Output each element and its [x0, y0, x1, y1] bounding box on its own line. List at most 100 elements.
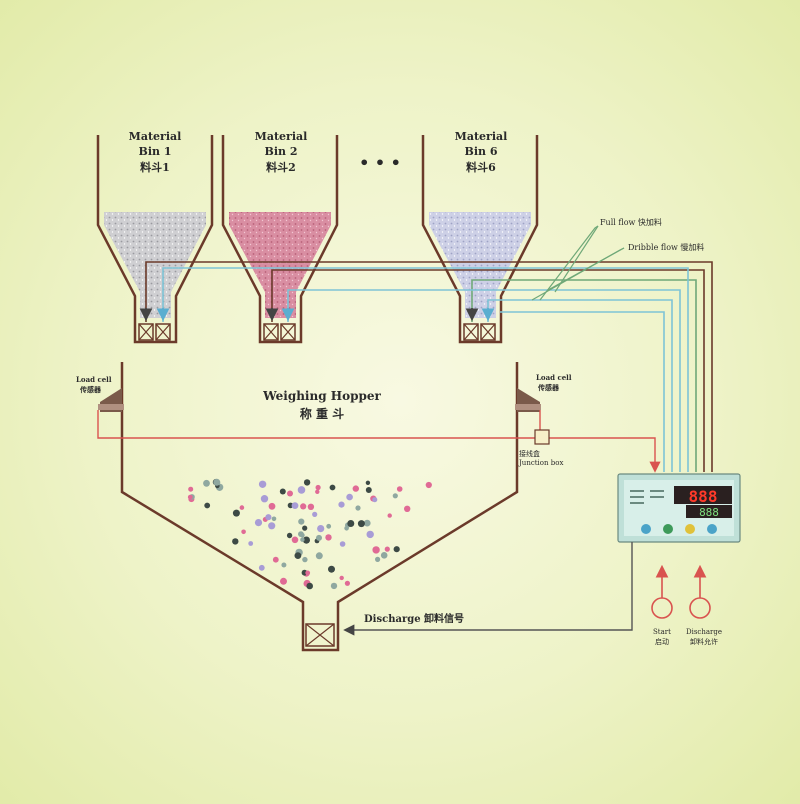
- material-particle: [352, 485, 359, 492]
- material-particle: [329, 484, 336, 491]
- junction-box-cn: 接线盒: [519, 449, 540, 458]
- material-particle: [303, 479, 311, 486]
- material-particle: [355, 505, 361, 511]
- controller-button-3[interactable]: [685, 524, 695, 534]
- material-particle: [286, 532, 293, 539]
- bin-1-label-en: Material: [129, 130, 182, 143]
- hopper-label-cn: 称 重 斗: [300, 406, 344, 421]
- material-particle: [404, 505, 411, 512]
- bin-6-label-cn: 料斗6: [466, 160, 496, 174]
- material-particle: [316, 534, 322, 541]
- material-particle: [372, 497, 378, 503]
- material-particle: [344, 526, 349, 531]
- discharge-permit-button[interactable]: Discharge 卸料允许: [686, 564, 722, 646]
- material-particle: [344, 580, 350, 586]
- material-bin-6: Material Bin 6 料斗6: [421, 130, 539, 344]
- material-bin-2: Material Bin 2 料斗2: [221, 130, 339, 344]
- bin-6-label-en-2: Bin 6: [465, 145, 498, 158]
- material-particle: [232, 509, 240, 517]
- material-particle: [298, 518, 305, 525]
- bin-6-label-en: Material: [455, 130, 508, 143]
- material-particle: [204, 502, 211, 509]
- material-particle: [339, 575, 344, 581]
- start-button[interactable]: Start 启动: [651, 564, 673, 646]
- controller-button-2[interactable]: [663, 524, 673, 534]
- bin-6-valve: [463, 323, 496, 341]
- material-particle: [312, 511, 318, 517]
- material-particle: [306, 582, 314, 590]
- material-particle: [248, 541, 254, 546]
- material-particle: [187, 494, 193, 500]
- material-particle: [384, 546, 390, 552]
- material-particle: [298, 531, 304, 537]
- full-flow-label: Full flow 快加料: [600, 217, 662, 227]
- material-particle: [291, 502, 299, 509]
- material-particle: [339, 541, 346, 547]
- bin-2-valve: [263, 323, 296, 341]
- material-particle: [239, 505, 245, 510]
- load-cell-right: Load cell 传感器: [515, 373, 572, 412]
- material-particle: [268, 522, 276, 530]
- start-button-en: Start: [653, 628, 671, 636]
- discharge-valve: [305, 623, 335, 647]
- material-particle: [279, 488, 286, 495]
- material-particle: [268, 502, 276, 510]
- material-particle: [317, 525, 325, 533]
- junction-box-en: Junction box: [518, 459, 563, 467]
- junction-box: 接线盒 Junction box: [518, 429, 563, 467]
- material-particle: [338, 501, 345, 508]
- material-particle: [393, 546, 400, 553]
- material-particle: [325, 534, 332, 541]
- hopper-particles: [187, 478, 432, 590]
- load-cell-right-cn: 传感器: [537, 383, 560, 392]
- material-particle: [265, 514, 272, 521]
- material-particle: [300, 537, 305, 542]
- material-particle: [305, 570, 311, 576]
- material-particle: [365, 487, 372, 493]
- material-particle: [375, 556, 381, 563]
- material-particle: [258, 564, 265, 571]
- controller-button-4[interactable]: [707, 524, 717, 534]
- material-particle: [326, 523, 332, 529]
- controller-display-bottom: 888: [699, 506, 719, 519]
- material-particle: [315, 552, 323, 560]
- material-particle: [213, 478, 221, 486]
- material-particle: [315, 489, 320, 494]
- material-particle: [281, 562, 287, 568]
- material-particle: [302, 556, 308, 563]
- discharge-signal-label: Discharge 卸料信号: [364, 612, 464, 625]
- material-bin-1: Material Bin 1 料斗1: [96, 130, 214, 344]
- start-button-cn: 启动: [655, 637, 669, 646]
- material-particle: [392, 493, 398, 499]
- material-particle: [271, 516, 277, 522]
- material-particle: [302, 525, 308, 531]
- hopper-label-en: Weighing Hopper: [262, 389, 381, 403]
- discharge-button-cn: 卸料允许: [690, 637, 718, 646]
- load-cell-right-en: Load cell: [536, 373, 572, 382]
- bin-2-label-en-2: Bin 2: [265, 145, 298, 158]
- material-particle: [188, 486, 194, 492]
- flow-legend: Full flow 快加料 Dribble flow 慢加料: [531, 217, 704, 301]
- material-particle: [307, 503, 315, 510]
- load-cell-left-en: Load cell: [76, 375, 112, 384]
- material-particle: [287, 490, 293, 497]
- load-cell-signal: [97, 410, 661, 473]
- controller-display-top: 888: [689, 487, 718, 506]
- material-particle: [291, 536, 299, 544]
- material-particle: [363, 519, 371, 527]
- material-particle: [330, 582, 338, 590]
- material-particle: [258, 480, 267, 488]
- material-particle: [387, 513, 392, 518]
- valve-control-wires: [139, 261, 713, 472]
- discharge-button-en: Discharge: [686, 628, 722, 636]
- weighing-controller: 888 888: [617, 473, 741, 543]
- material-particle: [203, 479, 210, 487]
- discharge-signal: Discharge 卸料信号: [343, 542, 633, 636]
- material-particle: [272, 556, 279, 563]
- material-particle: [372, 546, 380, 554]
- bin-1-label-cn: 料斗1: [140, 160, 170, 174]
- controller-button-1[interactable]: [641, 524, 651, 534]
- bin-1-valve: [138, 323, 171, 341]
- material-particle: [380, 552, 388, 559]
